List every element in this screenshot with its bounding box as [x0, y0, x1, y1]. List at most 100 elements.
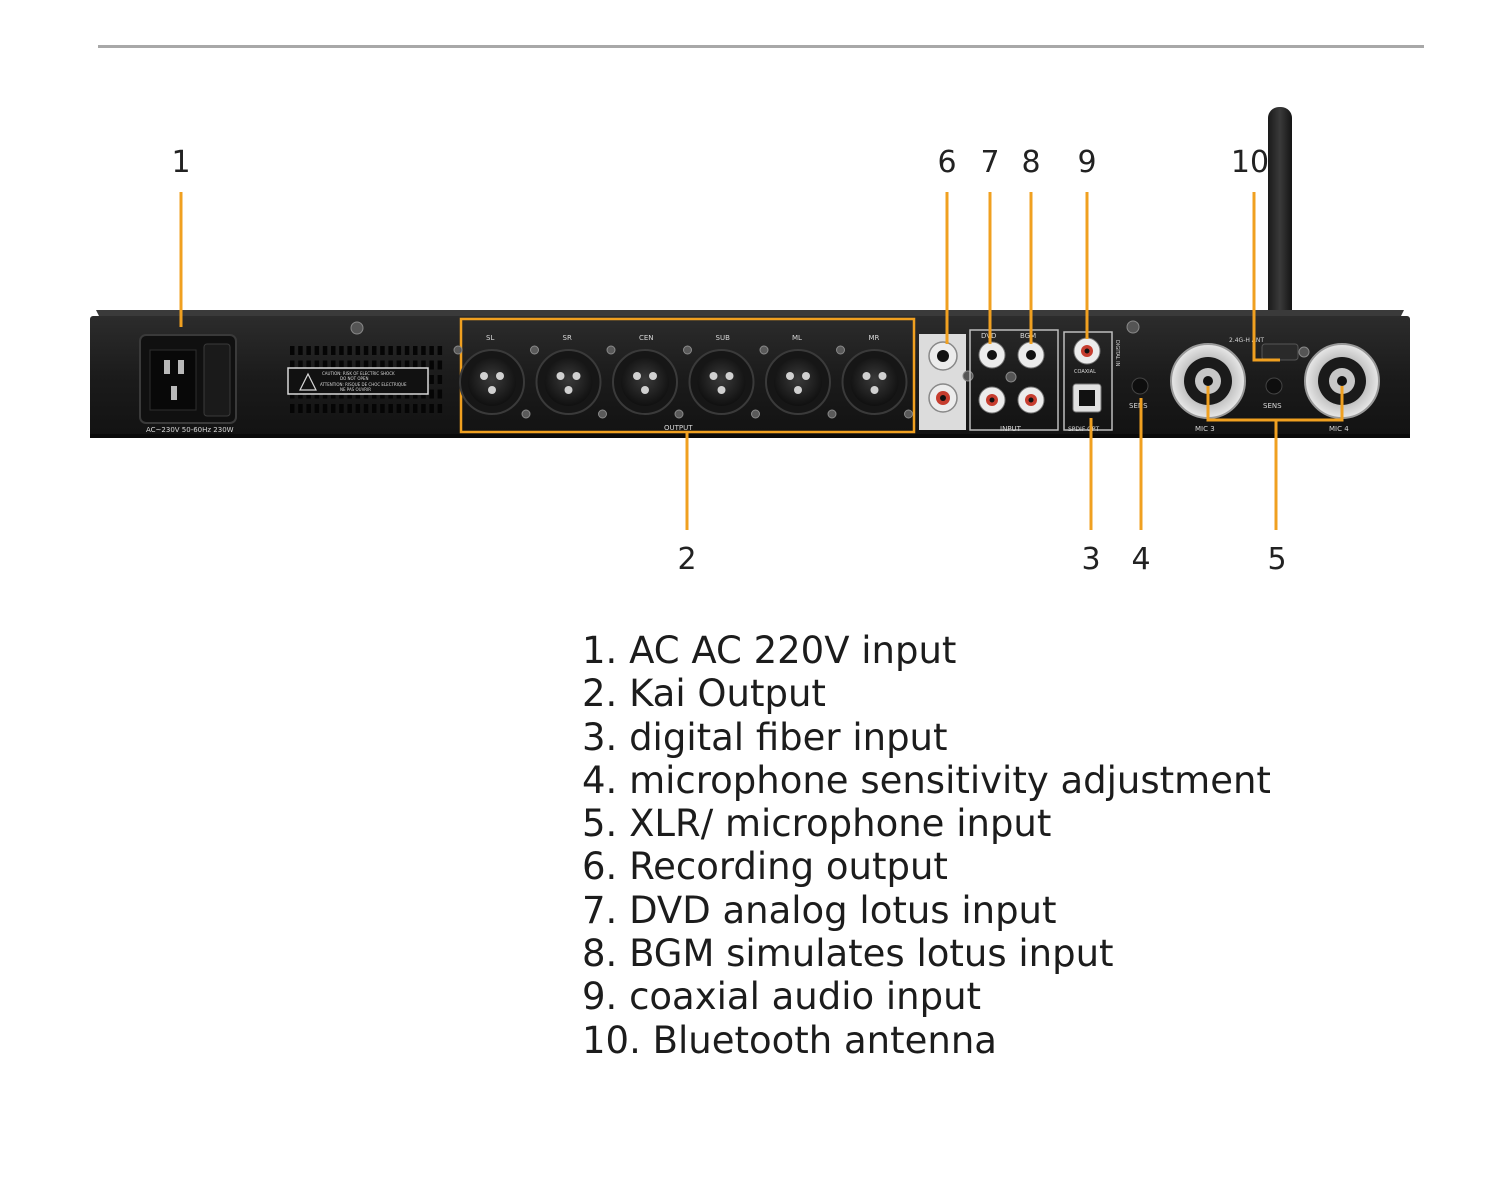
- sens-text: SENS: [1129, 402, 1148, 410]
- bgm-text: BGM: [1020, 332, 1036, 340]
- vent-slot: [347, 360, 352, 370]
- vent-slot: [290, 360, 295, 370]
- vent-slot: [437, 375, 443, 384]
- vent-slot: [396, 360, 402, 370]
- coaxial-text: COAXIAL: [1074, 369, 1096, 375]
- xlr-connector-sub: SUB: [683, 334, 760, 419]
- spdif-text: SPDIF OPT: [1068, 426, 1100, 433]
- vent-slot: [290, 404, 295, 413]
- vent-slot: [290, 346, 295, 355]
- vent-slot: [355, 404, 361, 413]
- vent-slot: [396, 404, 402, 413]
- mic4-combo-jack: [1304, 343, 1380, 419]
- vent-slot: [322, 346, 328, 355]
- input-text: INPUT: [1000, 425, 1022, 433]
- sens-knob: [1265, 377, 1283, 395]
- bluetooth-antenna: [1268, 107, 1292, 357]
- vent-slot: [372, 404, 377, 413]
- legend-item-5: 5. XLR/ microphone input: [582, 802, 1052, 846]
- vent-slot: [437, 389, 443, 399]
- svg-text:DO NOT OPEN: DO NOT OPEN: [340, 376, 368, 381]
- vent-slot: [429, 389, 434, 399]
- vent-slot: [347, 346, 352, 355]
- legend-item-9: 9. coaxial audio input: [582, 975, 982, 1019]
- vent-slot: [347, 404, 352, 413]
- svg-text:CAUTION: RISK OF ELECTRIC SHOC: CAUTION: RISK OF ELECTRIC SHOCK: [322, 371, 395, 376]
- callout-number-9: 9: [1077, 145, 1097, 180]
- vent-slot: [314, 404, 320, 413]
- screw: [1126, 320, 1140, 334]
- ant-text: 2.4G-H ANT: [1229, 337, 1264, 344]
- xlr-label: SUB: [716, 334, 731, 342]
- vent-slot: [388, 404, 393, 413]
- vent-slot: [388, 346, 393, 355]
- xlr-connector-cen: CEN: [606, 334, 684, 419]
- callout-number-2: 2: [677, 542, 697, 577]
- legend-item-4: 4. microphone sensitivity adjustment: [582, 758, 1271, 802]
- callout-lines: [179, 192, 1344, 530]
- callout-number-4: 4: [1131, 542, 1151, 577]
- vent-slot: [322, 360, 328, 370]
- callout-number-5: 5: [1267, 542, 1287, 577]
- vent-slot: [298, 404, 303, 413]
- power-rating-text: AC~230V 50-60Hz 230W: [146, 426, 234, 434]
- vent-slot: [380, 360, 385, 370]
- vent-slot: [372, 346, 377, 355]
- vent-slot: [396, 346, 402, 355]
- vent-slot: [339, 360, 344, 370]
- xlr-label: CEN: [639, 334, 654, 342]
- xlr-connector-mr: MR: [836, 334, 913, 419]
- power-inlet: [139, 334, 237, 424]
- vent-slot: [429, 375, 434, 384]
- vent-slot: [437, 360, 443, 370]
- vent-slot: [380, 404, 385, 413]
- mic3-text: MIC 3: [1195, 425, 1215, 433]
- callout-number-6: 6: [937, 145, 957, 180]
- vent-slot: [322, 404, 328, 413]
- vent-slot: [388, 360, 393, 370]
- vent-slot: [363, 360, 369, 370]
- vent-slot: [380, 346, 385, 355]
- vent-slot: [429, 360, 434, 370]
- mic4-text: MIC 4: [1329, 425, 1349, 433]
- legend-item-8: 8. BGM simulates lotus input: [582, 932, 1114, 976]
- vent-slot: [298, 360, 303, 370]
- vent-slot: [355, 346, 361, 355]
- vent-slot: [437, 346, 443, 355]
- antenna-base: [1261, 343, 1299, 361]
- vent-slot: [372, 360, 377, 370]
- digital-in-text: DIGITAL IN: [1114, 340, 1120, 367]
- xlr-label: SR: [563, 334, 572, 342]
- screw: [350, 321, 364, 335]
- legend-item-1: 1. AC AC 220V input: [582, 629, 957, 672]
- vent-slot: [421, 404, 426, 413]
- legend-item-2: 2. Kai Output: [582, 672, 826, 716]
- sens-knob: [1131, 377, 1149, 395]
- xlr-label: ML: [792, 334, 802, 342]
- svg-text:NE PAS OUVRIR: NE PAS OUVRIR: [340, 387, 371, 392]
- callout-number-7: 7: [980, 145, 1000, 180]
- top-divider: [98, 45, 1424, 48]
- vent-slot: [314, 360, 320, 370]
- vent-slot: [339, 346, 344, 355]
- vent-slot: [331, 360, 336, 370]
- output-text: OUTPUT: [664, 424, 693, 432]
- vent-slot: [314, 346, 320, 355]
- caution-label: CAUTION: RISK OF ELECTRIC SHOCK DO NOT O…: [287, 367, 429, 395]
- vent-slot: [306, 346, 311, 355]
- callout-number-3: 3: [1081, 542, 1101, 577]
- callout-line-10: [1252, 192, 1280, 362]
- xlr-connector-sr: SR: [530, 334, 607, 419]
- callout-number-8: 8: [1021, 145, 1041, 180]
- vent-slot: [404, 346, 410, 355]
- vent-slot: [306, 404, 311, 413]
- vent-slot: [339, 404, 344, 413]
- legend-list: 1. AC AC 220V input 2. Kai Output 3. dig…: [582, 629, 1271, 1062]
- xlr-connector-ml: ML: [759, 334, 837, 419]
- vent-slot: [413, 360, 418, 370]
- vent-slot: [421, 346, 426, 355]
- vent-slot: [363, 404, 369, 413]
- vent-slot: [331, 346, 336, 355]
- input-rca-group: [969, 329, 1059, 431]
